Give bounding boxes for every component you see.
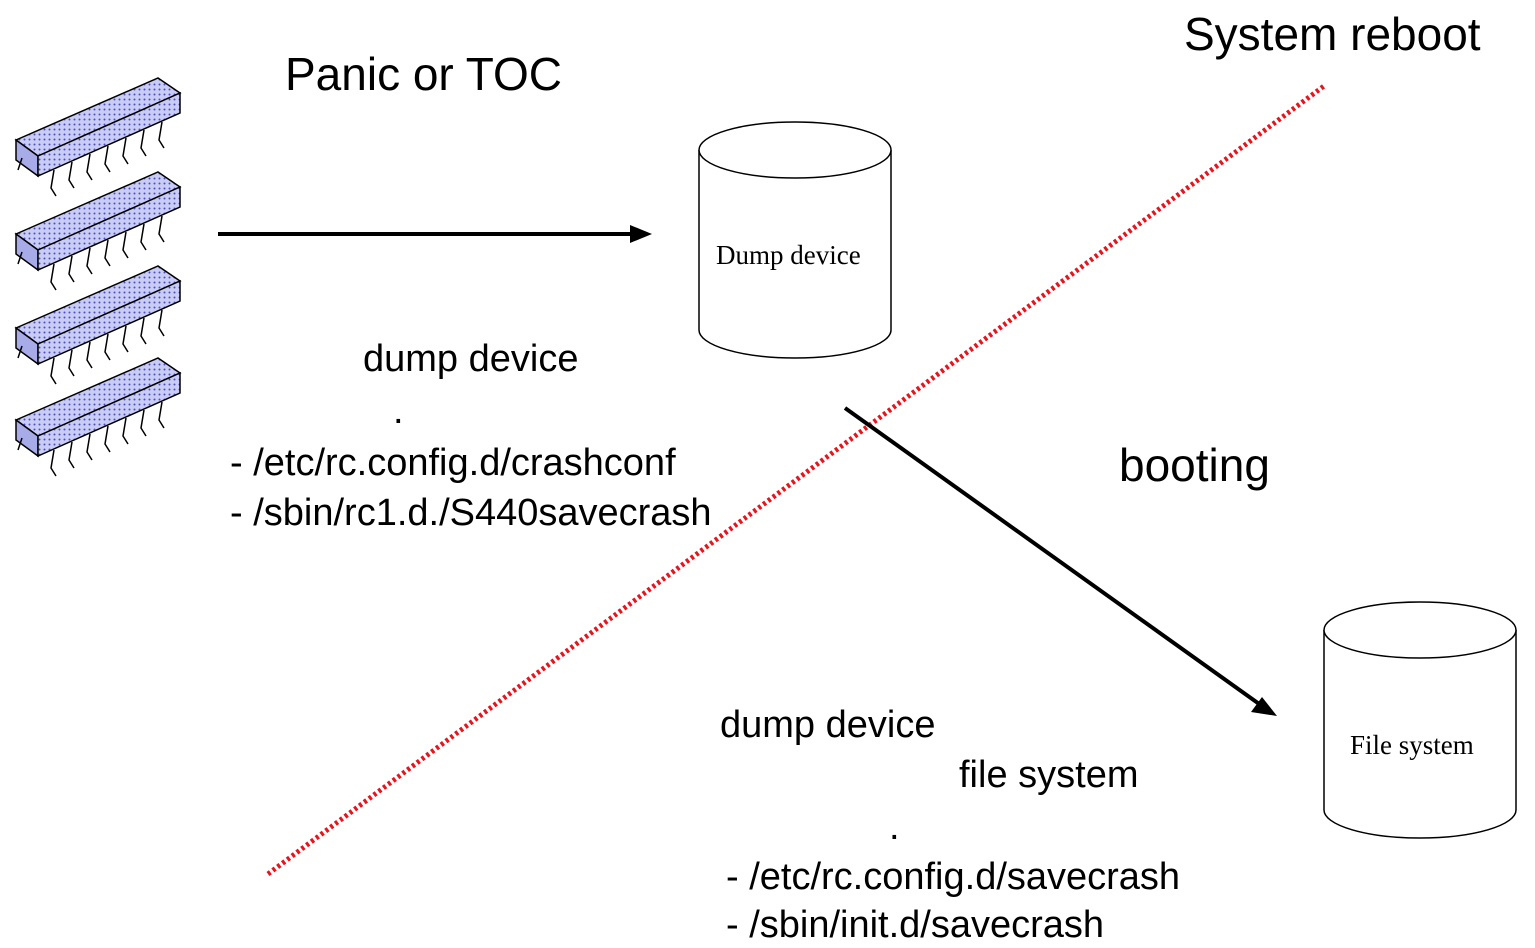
- right-block-subheading: file system: [959, 754, 1139, 796]
- dump-device-cylinder-label: Dump device: [716, 240, 861, 270]
- right-block-dot: .: [889, 806, 900, 848]
- right-block-line-1: - /etc/rc.config.d/savecrash: [726, 856, 1181, 898]
- left-block-dot: .: [393, 390, 404, 432]
- panic-label: Panic or TOC: [285, 48, 562, 100]
- reboot-label: System reboot: [1184, 8, 1481, 60]
- reboot-divider-line: [266, 83, 1326, 877]
- cylinder-icon: [698, 121, 892, 359]
- right-block-heading: dump device: [720, 704, 936, 746]
- left-block-line-1: - /etc/rc.config.d/crashconf: [230, 442, 676, 484]
- booting-arrow: [843, 406, 1277, 716]
- booting-label: booting: [1119, 439, 1270, 491]
- right-block-line-2: - /sbin/init.d/savecrash: [726, 904, 1105, 946]
- memory-chip-icon: [15, 77, 181, 477]
- cylinder-icon: [1323, 601, 1517, 839]
- left-block-line-2: - /sbin/rc1.d./S440savecrash: [230, 492, 712, 534]
- panic-arrow: [218, 225, 652, 243]
- left-block-heading: dump device: [363, 338, 579, 380]
- file-system-cylinder-label: File system: [1350, 730, 1474, 760]
